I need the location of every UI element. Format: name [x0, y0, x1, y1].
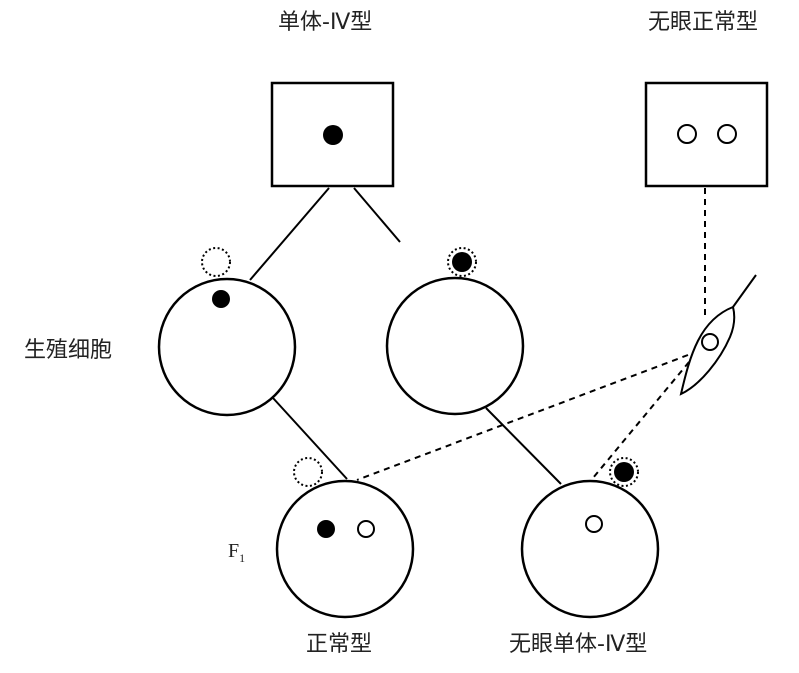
missing-chromosome-dotted: [447, 247, 477, 277]
missing-chromosome-dotted: [609, 457, 639, 487]
gamete-cell: [385, 276, 525, 416]
chromosome-open: [585, 515, 603, 533]
chromosome-filled: [212, 290, 230, 308]
missing-chromosome-dotted: [293, 457, 323, 487]
sperm-tail: [732, 274, 757, 308]
chromosome-filled: [452, 252, 472, 272]
parent-box-monosomy: [270, 81, 395, 188]
chromosome-open: [677, 124, 697, 144]
dashed-line: [592, 361, 690, 479]
f1-cell-eyeless-monosomy: [520, 479, 660, 619]
chromosome-filled: [317, 520, 335, 538]
missing-chromosome-dotted: [201, 247, 231, 277]
dashed-line: [356, 354, 689, 481]
chromosome-open: [357, 520, 375, 538]
chromosome-filled: [323, 125, 343, 145]
sperm-cell: [679, 305, 736, 396]
label-eyeless-normal-parent: 无眼正常型: [648, 10, 759, 35]
gamete-cell: [157, 277, 297, 417]
parent-box-eyeless-normal: [644, 81, 769, 188]
cross-line: [249, 187, 330, 281]
f1-subscript: 1: [239, 551, 246, 565]
chromosome-filled: [614, 462, 634, 482]
chromosome-open: [717, 124, 737, 144]
f1-prefix: F: [228, 540, 240, 562]
cross-line: [353, 187, 401, 243]
label-f1: F1: [228, 540, 245, 566]
f1-cell-normal: [275, 479, 415, 619]
chromosome-open: [701, 333, 719, 351]
label-gametes: 生殖细胞: [24, 338, 113, 363]
label-monosomy-iv-parent: 单体-Ⅳ型: [278, 10, 373, 35]
cross-line: [272, 397, 348, 480]
label-offspring-eyeless-monosomy: 无眼单体-Ⅳ型: [509, 632, 648, 657]
label-offspring-normal: 正常型: [306, 632, 373, 657]
cross-line: [485, 407, 562, 485]
